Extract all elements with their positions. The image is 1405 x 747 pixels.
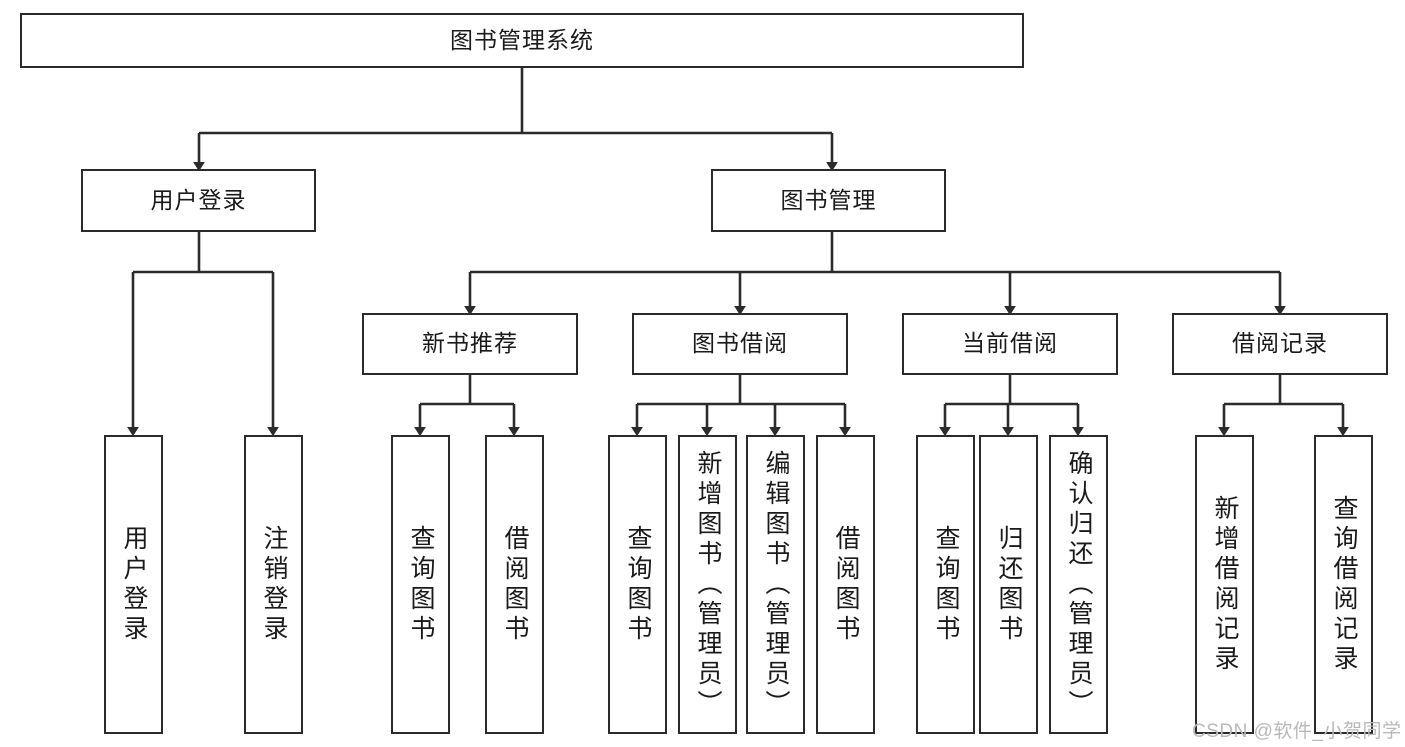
node-leaf-borrow-book-1[interactable]: 借阅图书 [485,435,544,734]
node-root[interactable]: 图书管理系统 [20,13,1024,68]
node-book-borrow-label: 图书借阅 [692,330,788,357]
node-leaf-borrow-book-1-label: 借阅图书 [501,524,529,645]
node-new-book-recommend[interactable]: 新书推荐 [362,313,578,375]
node-current-borrow-label: 当前借阅 [962,330,1058,357]
node-leaf-user-logout[interactable]: 注销登录 [244,435,303,734]
node-leaf-return-book[interactable]: 归还图书 [979,435,1038,734]
node-leaf-query-record-label: 查询借阅记录 [1330,494,1358,675]
node-leaf-edit-book-label: 编辑图书（管理员） [762,449,790,720]
node-book-manage-label: 图书管理 [780,186,877,213]
node-new-book-recommend-label: 新书推荐 [422,330,518,357]
node-leaf-query-book-3-label: 查询图书 [932,524,960,645]
csdn-watermark: CSDN @软件_小贺同学 [1192,721,1402,742]
node-leaf-confirm-return[interactable]: 确认归还（管理员） [1049,435,1108,734]
node-leaf-borrow-book-2[interactable]: 借阅图书 [816,435,875,734]
node-user-login-label: 用户登录 [150,186,247,213]
node-borrow-record[interactable]: 借阅记录 [1172,313,1388,375]
node-leaf-add-book[interactable]: 新增图书（管理员） [678,435,737,734]
node-leaf-user-login-label: 用户登录 [120,524,148,645]
node-leaf-return-book-label: 归还图书 [995,524,1023,645]
node-leaf-add-record[interactable]: 新增借阅记录 [1195,435,1254,734]
node-book-manage[interactable]: 图书管理 [711,169,946,232]
node-user-login[interactable]: 用户登录 [81,169,316,232]
node-leaf-query-book-3[interactable]: 查询图书 [916,435,975,734]
node-leaf-query-book-2-label: 查询图书 [624,524,652,645]
node-leaf-confirm-return-label: 确认归还（管理员） [1065,449,1093,720]
node-leaf-user-logout-label: 注销登录 [260,524,288,645]
node-leaf-edit-book[interactable]: 编辑图书（管理员） [746,435,805,734]
node-leaf-query-book-2[interactable]: 查询图书 [608,435,667,734]
node-leaf-query-book-1[interactable]: 查询图书 [391,435,450,734]
node-borrow-record-label: 借阅记录 [1232,330,1328,357]
node-leaf-add-record-label: 新增借阅记录 [1211,494,1239,675]
node-leaf-add-book-label: 新增图书（管理员） [694,449,722,720]
node-leaf-borrow-book-2-label: 借阅图书 [832,524,860,645]
node-leaf-query-book-1-label: 查询图书 [407,524,435,645]
node-book-borrow[interactable]: 图书借阅 [632,313,848,375]
node-leaf-user-login[interactable]: 用户登录 [104,435,163,734]
node-root-label: 图书管理系统 [450,26,594,53]
node-current-borrow[interactable]: 当前借阅 [902,313,1118,375]
node-leaf-query-record[interactable]: 查询借阅记录 [1314,435,1373,734]
